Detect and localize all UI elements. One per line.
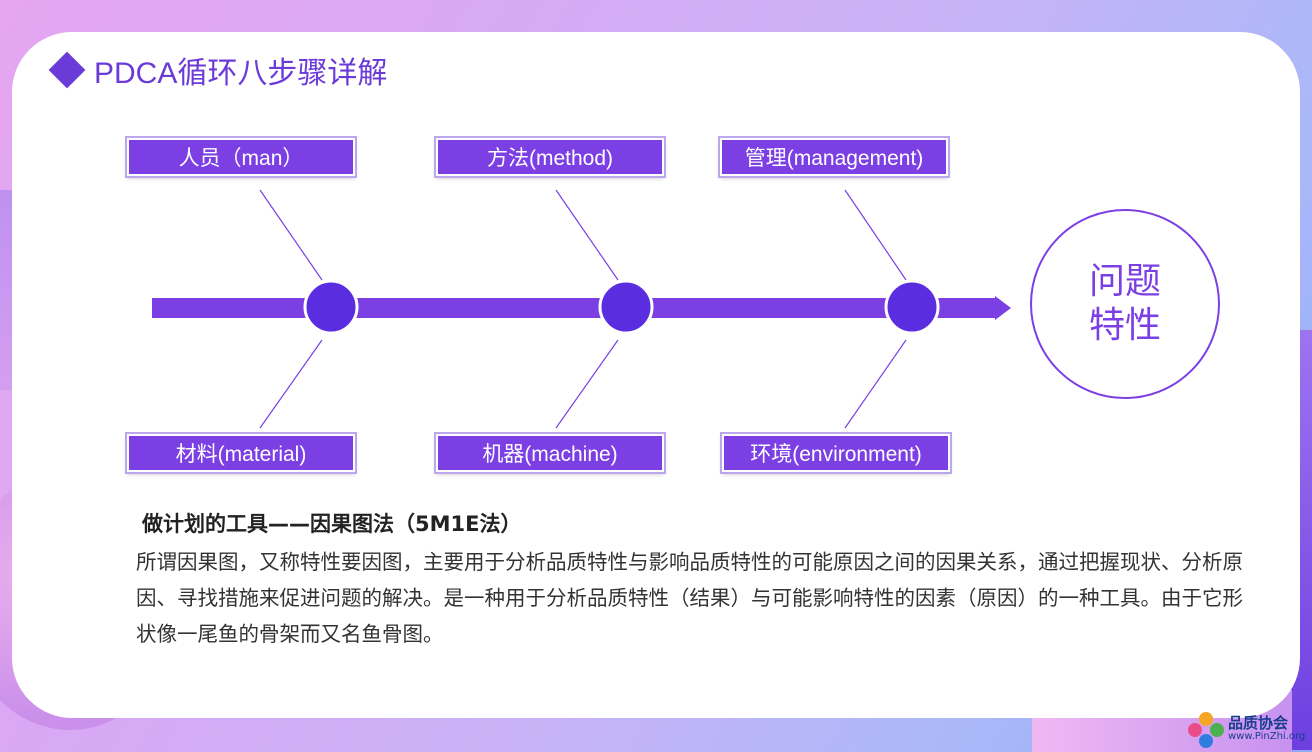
cause-box-material: 材料(material): [127, 434, 355, 472]
bone-bottom-1: [259, 339, 323, 429]
flower-logo-icon: [1188, 712, 1224, 748]
cause-label: 人员（man）: [178, 147, 304, 170]
cause-label: 方法(method): [486, 147, 614, 170]
effect-line-1: 问题: [1088, 261, 1161, 302]
section-subheading: 做计划的工具——因果图法（5M1E法）: [142, 512, 522, 536]
cause-box-machine: 机器(machine): [436, 434, 664, 472]
spine-arrowhead-icon: [995, 296, 1011, 320]
effect-line-2: 特性: [1088, 305, 1161, 346]
effect-circle: 问题 特性: [1030, 209, 1220, 399]
cause-box-man: 人员（man）: [127, 138, 355, 176]
logo-url: www.PinZhi.org: [1228, 731, 1306, 742]
cause-label: 材料(material): [175, 443, 307, 466]
cause-box-management: 管理(management): [720, 138, 948, 176]
bone-bottom-2: [555, 339, 619, 429]
bone-top-1: [259, 189, 323, 281]
cause-label: 机器(machine): [482, 443, 618, 466]
cause-box-environment: 环境(environment): [722, 434, 950, 472]
cause-label: 管理(management): [744, 147, 924, 170]
site-logo: 品质协会 www.PinZhi.org: [1188, 712, 1305, 748]
bone-bottom-3: [844, 339, 907, 429]
fishbone-spine: [152, 298, 997, 318]
body-paragraph: 所谓因果图，又称特性要因图，主要用于分析品质特性与影响品质特性的可能原因之间的因…: [136, 550, 1243, 646]
bone-top-2: [555, 189, 619, 281]
spine-node-1: [303, 279, 359, 335]
slide-header: PDCA循环八步骤详解: [48, 48, 387, 92]
cause-label: 环境(environment): [750, 443, 922, 466]
bone-top-3: [844, 189, 907, 281]
cause-box-method: 方法(method): [436, 138, 664, 176]
spine-node-3: [884, 279, 940, 335]
logo-name: 品质协会: [1228, 714, 1289, 732]
slide-title: PDCA循环八步骤详解: [94, 57, 388, 90]
spine-node-2: [598, 279, 654, 335]
